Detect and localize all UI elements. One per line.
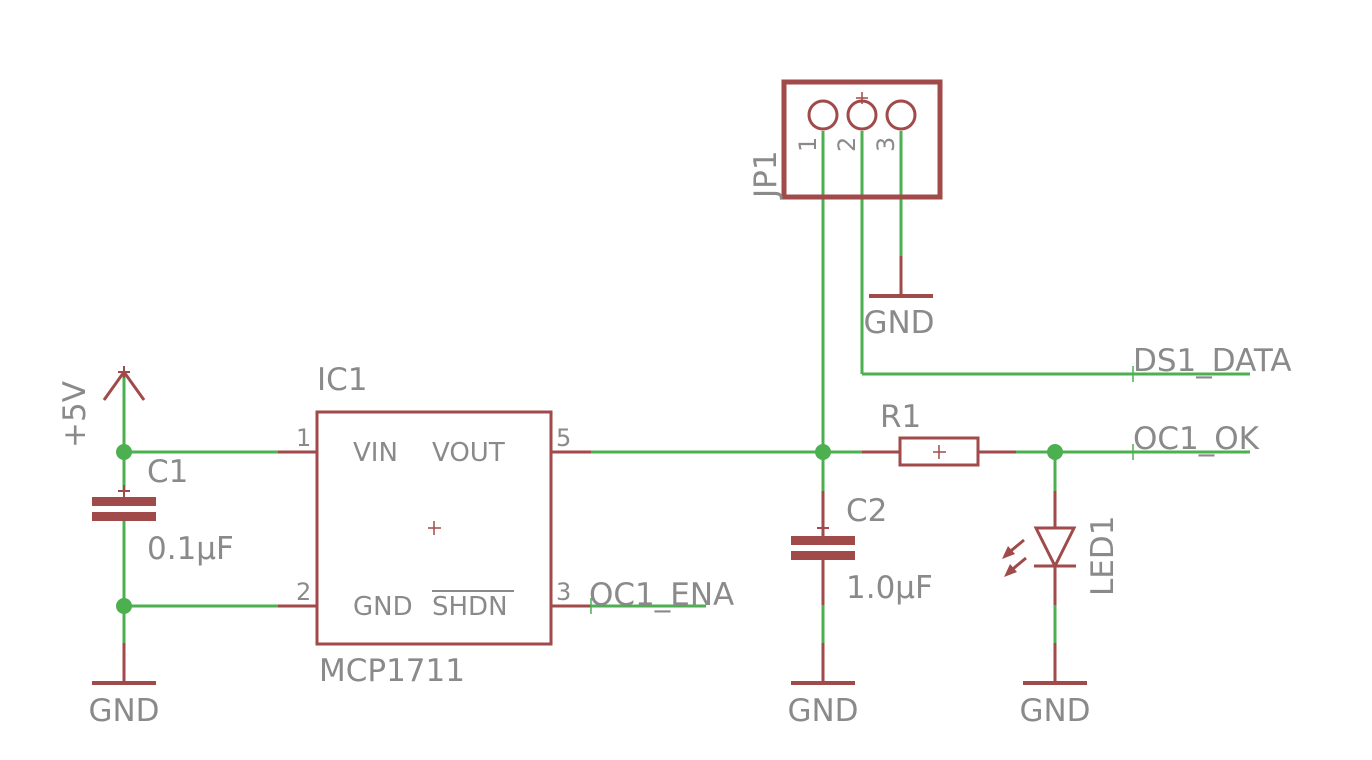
ic1-gnd-label: GND — [353, 592, 413, 622]
c2-value: 1.0µF — [846, 570, 933, 606]
gnd-symbol-c1: GND — [88, 643, 160, 729]
ic1-pin5-number: 5 — [556, 424, 571, 452]
junction-5v — [116, 444, 132, 460]
gnd-symbol-jp1: GND — [863, 256, 935, 341]
ic1-pin1-number: 1 — [296, 424, 311, 452]
gnd-symbol-led: GND — [1019, 643, 1091, 729]
c2-plate-bottom — [791, 551, 855, 560]
gnd-label-c2: GND — [787, 693, 858, 729]
jp1-pin3-number: 3 — [872, 137, 900, 152]
supply-5v-label: +5V — [57, 381, 93, 448]
led1: LED1 — [1002, 491, 1121, 605]
capacitor-c1: C1 0.1µF — [92, 454, 234, 567]
net-labels: OC1_ENA DS1_DATA OC1_OK — [589, 343, 1292, 614]
r1-name: R1 — [880, 399, 921, 435]
ic1-regulator: IC1 MCP1711 VIN VOUT GND SHDN 1 2 5 3 — [278, 362, 591, 689]
net-label-oc1-ena: OC1_ENA — [589, 577, 734, 613]
jp1-body — [781, 79, 943, 200]
jp1-name: JP1 — [748, 150, 784, 200]
ic1-vout-label: VOUT — [432, 438, 505, 468]
net-label-ds1-data: DS1_DATA — [1133, 343, 1292, 379]
led1-light-arrows — [1002, 538, 1027, 577]
jp1-pin1-number: 1 — [794, 137, 822, 152]
led1-triangle — [1033, 526, 1077, 570]
net-label-oc1-ok: OC1_OK — [1133, 421, 1260, 457]
junction-vout — [815, 444, 831, 460]
gnd-label-jp1: GND — [863, 305, 934, 341]
gnd-label-c1: GND — [88, 693, 159, 729]
jp1-pad-1 — [807, 99, 839, 131]
c2-plate-top — [791, 536, 855, 545]
junctions — [116, 444, 1063, 614]
supply-5v-symbol: +5V — [57, 366, 146, 448]
junction-gnd-c1 — [116, 598, 132, 614]
c2-name: C2 — [846, 493, 887, 529]
gnd-label-led: GND — [1019, 693, 1090, 729]
capacitor-c2: C2 1.0µF — [791, 491, 933, 606]
ic1-vin-label: VIN — [353, 438, 398, 468]
c1-plate-top — [92, 497, 156, 506]
ic1-pin3-number: 3 — [556, 578, 571, 606]
ic1-name: IC1 — [317, 362, 368, 398]
r1-body — [898, 436, 980, 467]
led1-name: LED1 — [1085, 516, 1121, 596]
gnd-symbol-c2: GND — [787, 643, 859, 729]
ic1-value: MCP1711 — [319, 653, 465, 689]
ic1-body — [315, 410, 553, 646]
c1-plate-bottom — [92, 512, 156, 521]
c1-value: 0.1µF — [147, 531, 234, 567]
ic1-pin2-number: 2 — [296, 578, 311, 606]
ic1-shdn-label: SHDN — [432, 592, 508, 622]
jp1-pin2-number: 2 — [833, 137, 861, 152]
gnd-symbols: GND GND GND GND — [88, 256, 1091, 729]
c1-name: C1 — [147, 454, 188, 490]
jp1-pad-3 — [885, 99, 917, 131]
jp1-pad-2 — [846, 99, 878, 131]
wires — [122, 131, 1250, 643]
resistor-r1: R1 — [862, 399, 1016, 467]
jumper-jp1: 1 2 3 JP1 — [748, 79, 943, 200]
junction-oc1-ok — [1047, 444, 1063, 460]
